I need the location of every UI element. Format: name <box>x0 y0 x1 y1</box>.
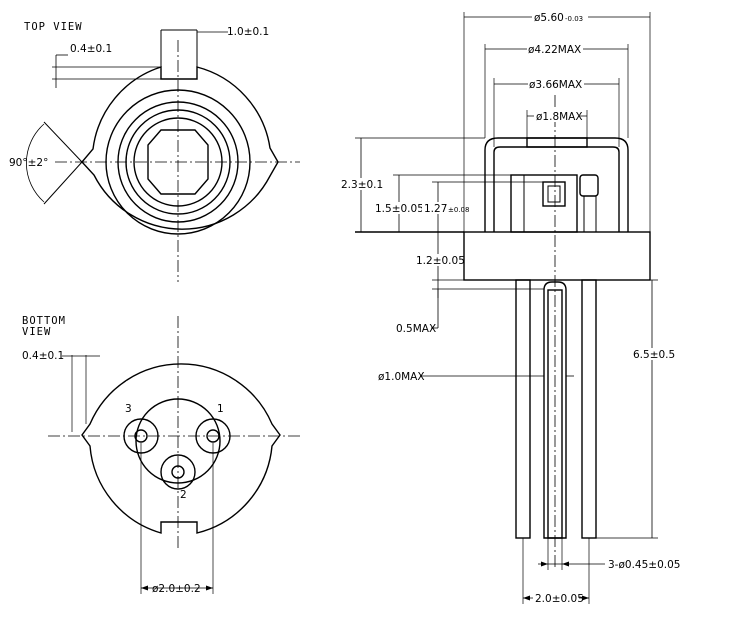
top-view-key-width-label: 1.0±0.1 <box>227 26 269 38</box>
side-view-window <box>526 137 588 148</box>
top-view-angle-ray-1 <box>43 121 83 163</box>
side-view-cap-dia-label: ø4.22MAX <box>528 44 581 56</box>
bottom-view-pitch-arrow-1 <box>141 585 148 591</box>
side-view-chip-height-label: 1.27 <box>424 203 447 215</box>
side-view-height-mask <box>340 178 382 190</box>
side-view-flange <box>463 231 651 281</box>
side-view-flange-thk-mask <box>414 254 462 266</box>
side-view-pitch-label: 2.0±0.05 <box>535 593 584 605</box>
bottom-view-pitch-arrow-2 <box>206 585 213 591</box>
side-view-lead-len-label: 6.5±0.5 <box>633 349 675 361</box>
side-view-window-height-mask <box>374 202 420 214</box>
top-view-chip <box>147 129 209 195</box>
top-view-angle-arc <box>26 123 45 203</box>
bottom-view-pin2-glass <box>160 454 196 490</box>
bottom-view-pitch-label: ø2.0±0.2 <box>152 583 201 595</box>
side-view-chip-height-mask <box>422 202 462 214</box>
side-view: ø5.60 -0.03 ø4.22MAX ø3.66MAX ø1.8MAX 2.… <box>340 11 680 605</box>
top-view-title: TOP VIEW <box>24 21 83 33</box>
side-view-glass-label: 0.5MAX <box>396 323 436 335</box>
side-view-pitch-arrow-1 <box>523 595 530 601</box>
side-view-lead-dia-arrow-2 <box>562 561 569 567</box>
top-view-angle-ray-2 <box>43 161 83 205</box>
side-view-chip-height-tol: ±0.08 <box>448 206 469 214</box>
bottom-view-key-label: 0.4±0.1 <box>22 350 64 362</box>
side-view-cap-inner <box>493 146 620 232</box>
bottom-view-pin1-label: 1 <box>217 403 224 415</box>
top-view-key-depth-label: 0.4±0.1 <box>70 43 112 55</box>
bottom-view-flange-outline <box>81 363 281 534</box>
bottom-view-title-2: VIEW <box>22 326 51 338</box>
side-view-monitor-pd <box>579 174 599 197</box>
side-view-chip <box>542 181 566 207</box>
bottom-view-pin3-label: 3 <box>125 403 132 415</box>
side-view-cap-inner-mask <box>528 78 584 90</box>
side-view-window-label: ø1.8MAX <box>536 111 583 123</box>
side-view-lead-dia-arrow-1 <box>541 561 548 567</box>
side-view-lead-len-mask <box>632 348 676 360</box>
side-view-lead-dia-label: 3-ø0.45±0.05 <box>608 559 680 571</box>
side-view-flange-dia-tol: -0.03 <box>565 15 583 23</box>
side-view-height-label: 2.3±0.1 <box>341 179 383 191</box>
side-view-pitch-mask <box>533 592 579 604</box>
top-view-flange-outline <box>81 66 279 230</box>
side-view-cap-outer <box>484 137 629 232</box>
side-view-chip-inner <box>547 185 561 203</box>
side-view-lead-right <box>581 279 597 539</box>
top-view-angle-label: 90°±2° <box>9 157 48 169</box>
side-view-cap-inner-label: ø3.66MAX <box>529 79 582 91</box>
side-view-pitch-arrow-2 <box>582 595 589 601</box>
side-view-flange-thk-label: 1.2±0.05 <box>416 255 465 267</box>
side-view-flange-dia-mask <box>532 11 588 23</box>
side-view-window-mask <box>534 110 580 122</box>
side-view-flange-dia-label: ø5.60 <box>534 12 564 24</box>
bottom-view: BOTTOM VIEW 3 1 2 0.4±0.1 ø2.0±0.2 <box>22 315 300 595</box>
side-view-window-height-label: 1.5±0.05 <box>375 203 424 215</box>
top-view: TOP VIEW 1.0±0.1 0.4±0.1 90°±2° <box>9 21 300 282</box>
bottom-view-title-1: BOTTOM <box>22 315 66 327</box>
side-view-lead-left <box>515 279 531 539</box>
top-view-key-extension <box>160 30 198 67</box>
side-view-pin-root-label: ø1.0MAX <box>378 371 425 383</box>
side-view-cap-dia-mask <box>527 43 583 55</box>
bottom-view-pin2-label: 2 <box>180 489 187 501</box>
side-view-submount <box>510 174 578 233</box>
side-view-lead-center <box>543 281 567 539</box>
